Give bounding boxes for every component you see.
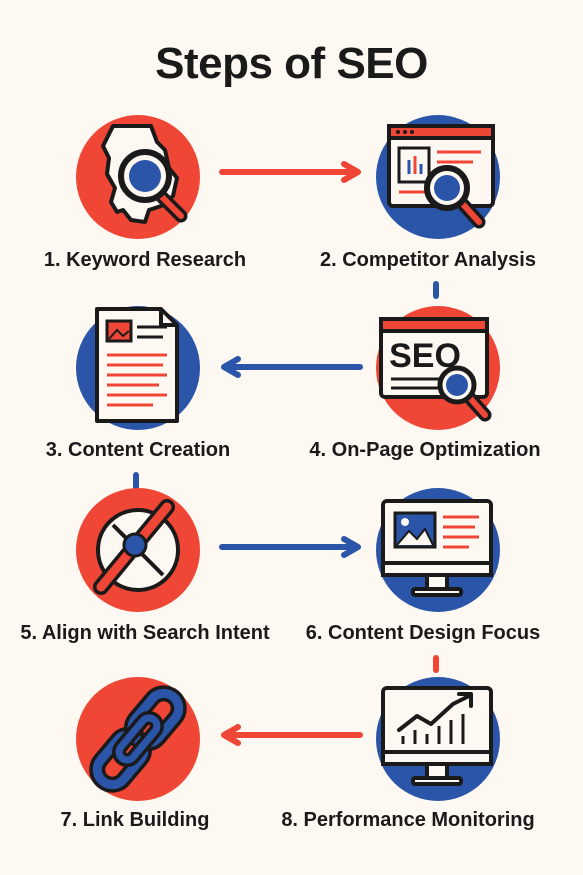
monitor-layout-icon bbox=[376, 488, 500, 612]
step-7-label: 7. Link Building bbox=[60, 809, 210, 831]
step-2-label: 2. Competitor Analysis bbox=[320, 249, 536, 271]
target-icon bbox=[76, 488, 200, 612]
connector-dot bbox=[433, 655, 439, 673]
arrow-left-icon bbox=[221, 356, 363, 378]
chain-link-icon bbox=[76, 677, 200, 801]
step-8-label: 8. Performance Monitoring bbox=[281, 809, 535, 831]
connector-dot bbox=[133, 472, 139, 490]
step-5-label: 5. Align with Search Intent bbox=[20, 622, 270, 644]
monitor-chart-icon bbox=[376, 677, 500, 801]
step-4-label: 4. On-Page Optimization bbox=[309, 439, 541, 461]
seo-browser-icon: SEO bbox=[376, 306, 500, 430]
step-6-label: 6. Content Design Focus bbox=[305, 622, 541, 644]
arrow-right-icon bbox=[219, 536, 361, 558]
arrow-right-icon bbox=[219, 161, 361, 183]
step-1-label: 1. Keyword Research bbox=[43, 249, 247, 271]
arrow-left-icon bbox=[221, 724, 363, 746]
map-magnifier-icon bbox=[76, 115, 200, 239]
connector-dot bbox=[433, 281, 439, 299]
browser-magnifier-icon bbox=[376, 115, 500, 239]
page-title: Steps of SEO bbox=[155, 39, 428, 88]
step-3-label: 3. Content Creation bbox=[45, 439, 231, 461]
document-icon bbox=[76, 306, 200, 430]
